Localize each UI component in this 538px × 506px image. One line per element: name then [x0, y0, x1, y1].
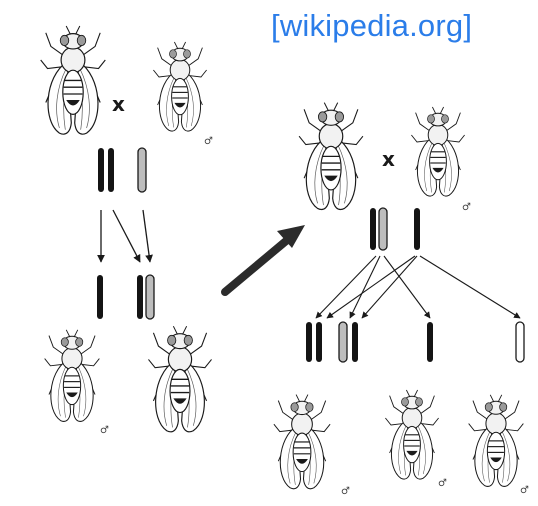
chromosome-icon [370, 208, 376, 250]
f1-fly-2 [147, 325, 213, 433]
chromosome-icon [515, 321, 525, 363]
parent-chromosomes-left [98, 147, 147, 193]
chromosome-icon [414, 208, 420, 250]
male-symbol-icon: ♂ [520, 485, 529, 496]
parent-fly-1 [40, 25, 106, 135]
f1-chromosomes [97, 274, 155, 320]
f2-fly-2: ♂ [384, 389, 447, 489]
chromosome-icon [137, 275, 143, 319]
f2-fly-3: ♂ [468, 394, 529, 496]
inheritance-arrows-right [315, 255, 521, 319]
male-symbol-icon: ♂ [100, 425, 109, 436]
f1-cross-fly-1 [298, 101, 364, 211]
chromosome-icon [145, 274, 155, 320]
inheritance-arrows-left [97, 209, 153, 263]
f2-chromosomes [306, 321, 525, 363]
chromosome-icon [98, 148, 104, 192]
chromosome-icon [108, 148, 114, 192]
male-symbol-icon: ♂ [462, 202, 471, 213]
chromosome-icon [352, 322, 358, 362]
progression-arrow-icon [221, 225, 305, 296]
parent-fly-2: ♂ [152, 41, 213, 147]
f1-cross-chromosomes [370, 207, 420, 251]
chromosome-icon [306, 322, 312, 362]
cross-symbol: x [112, 92, 125, 116]
male-symbol-icon: ♂ [341, 486, 350, 497]
chromosome-icon [378, 207, 388, 251]
chromosome-icon [427, 322, 433, 362]
chromosome-icon [97, 275, 103, 319]
male-symbol-icon: ♂ [438, 478, 447, 489]
source-credit[interactable]: [wikipedia.org] [271, 8, 473, 43]
f1-cross-fly-2: ♂ [410, 106, 471, 213]
f1-fly-1: ♂ [44, 329, 109, 436]
f2-fly-1: ♂ [273, 394, 350, 497]
male-symbol-icon: ♂ [204, 136, 213, 147]
cross-symbol: x [382, 147, 395, 171]
chromosome-icon [316, 322, 322, 362]
chromosome-icon [137, 147, 147, 193]
chromosome-icon [338, 321, 348, 363]
